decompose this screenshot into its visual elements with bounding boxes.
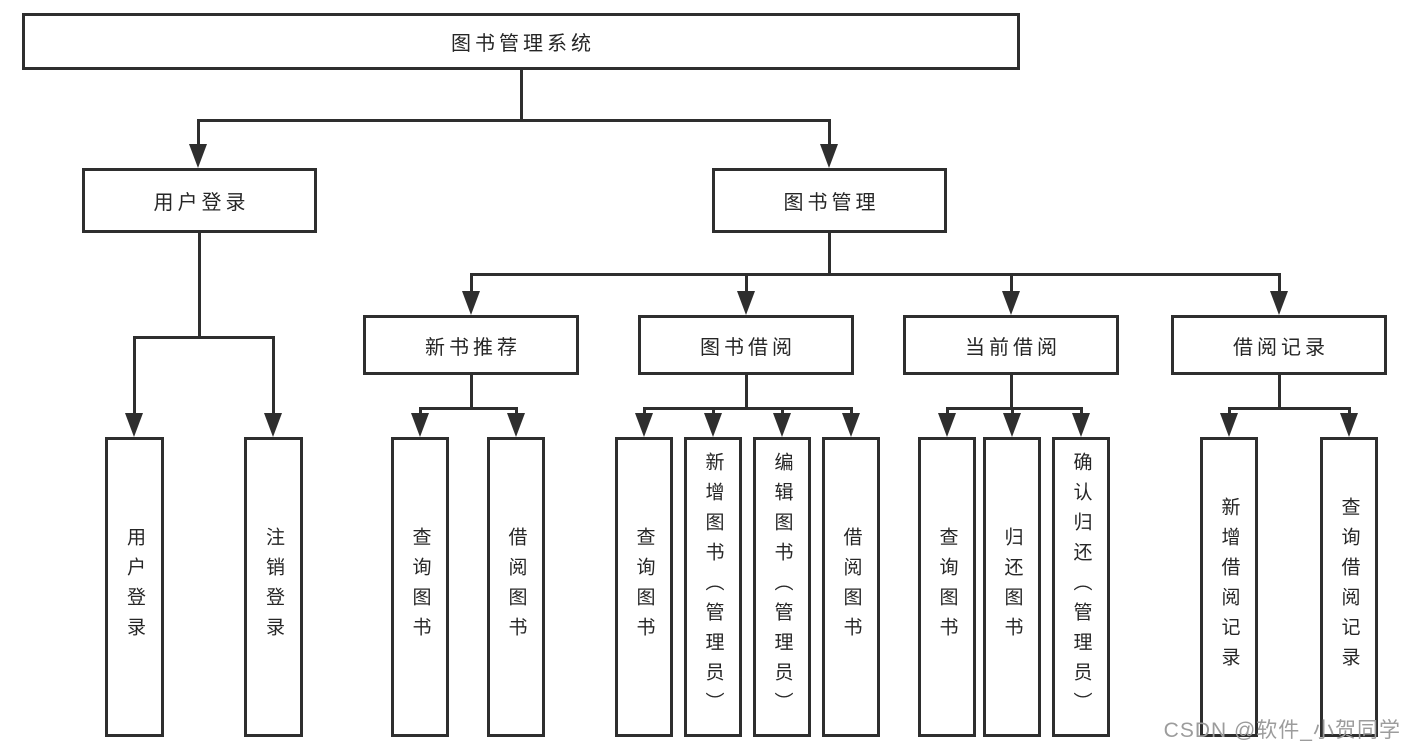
connector-line	[745, 273, 748, 295]
connector-line	[712, 407, 715, 417]
arrow-down-icon	[462, 291, 480, 315]
connector-line	[272, 336, 275, 416]
arrow-down-icon	[1340, 413, 1358, 437]
connector-line	[745, 375, 748, 407]
node-borrow-records: 借阅记录	[1171, 315, 1387, 375]
connector-line	[520, 70, 523, 119]
connector-line	[1228, 407, 1231, 417]
connector-line	[515, 407, 518, 417]
leaf-query-borrow-record: 查询借阅记录	[1320, 437, 1378, 737]
arrow-down-icon	[635, 413, 653, 437]
arrow-down-icon	[737, 291, 755, 315]
connector-line	[133, 336, 275, 339]
connector-line	[1278, 273, 1281, 295]
leaf-edit-books-admin: 编辑图书（管理员）	[753, 437, 811, 737]
arrow-down-icon	[1270, 291, 1288, 315]
connector-line	[1228, 407, 1350, 410]
csdn-watermark: CSDN @软件_小贺同学	[1163, 719, 1401, 742]
connector-line	[1010, 273, 1013, 295]
leaf-add-borrow-record: 新增借阅记录	[1200, 437, 1258, 737]
connector-line	[419, 407, 422, 417]
leaf-user-login: 用户登录	[105, 437, 164, 737]
connector-line	[197, 119, 200, 149]
connector-line	[133, 336, 136, 416]
connector-line	[419, 407, 518, 410]
arrow-down-icon	[507, 413, 525, 437]
leaf-return-books: 归还图书	[983, 437, 1041, 737]
node-root: 图书管理系统	[22, 13, 1020, 70]
connector-line	[470, 375, 473, 407]
connector-line	[828, 119, 831, 149]
arrow-down-icon	[1072, 413, 1090, 437]
connector-line	[470, 273, 473, 295]
node-new-book-recommend: 新书推荐	[363, 315, 579, 375]
connector-line	[1278, 375, 1281, 407]
connector-line	[197, 119, 831, 122]
arrow-down-icon	[1220, 413, 1238, 437]
connector-line	[1010, 375, 1013, 407]
connector-line	[1348, 407, 1351, 417]
connector-line	[850, 407, 853, 417]
leaf-query-books-recommend: 查询图书	[391, 437, 449, 737]
connector-line	[946, 407, 949, 417]
arrow-down-icon	[1002, 291, 1020, 315]
leaf-logout: 注销登录	[244, 437, 303, 737]
leaf-query-books-borrow: 查询图书	[615, 437, 673, 737]
connector-line	[1080, 407, 1083, 417]
connector-line	[781, 407, 784, 417]
arrow-down-icon	[842, 413, 860, 437]
arrow-down-icon	[189, 144, 207, 168]
arrow-down-icon	[704, 413, 722, 437]
arrow-down-icon	[938, 413, 956, 437]
node-current-borrow: 当前借阅	[903, 315, 1119, 375]
node-book-borrow: 图书借阅	[638, 315, 854, 375]
connector-line	[946, 407, 1082, 410]
leaf-borrow-books-recommend: 借阅图书	[487, 437, 545, 737]
arrow-down-icon	[1003, 413, 1021, 437]
leaf-borrow-books: 借阅图书	[822, 437, 880, 737]
connector-line	[470, 273, 1281, 276]
arrow-down-icon	[820, 144, 838, 168]
connector-line	[643, 407, 852, 410]
node-book-management: 图书管理	[712, 168, 947, 233]
node-user-login: 用户登录	[82, 168, 317, 233]
arrow-down-icon	[773, 413, 791, 437]
leaf-add-books-admin: 新增图书（管理员）	[684, 437, 742, 737]
connector-line	[198, 233, 201, 336]
leaf-confirm-return-admin: 确认归还（管理员）	[1052, 437, 1110, 737]
arrow-down-icon	[125, 413, 143, 437]
leaf-query-books-current: 查询图书	[918, 437, 976, 737]
arrow-down-icon	[264, 413, 282, 437]
connector-line	[828, 233, 831, 273]
connector-line	[643, 407, 646, 417]
connector-line	[1011, 407, 1014, 417]
arrow-down-icon	[411, 413, 429, 437]
